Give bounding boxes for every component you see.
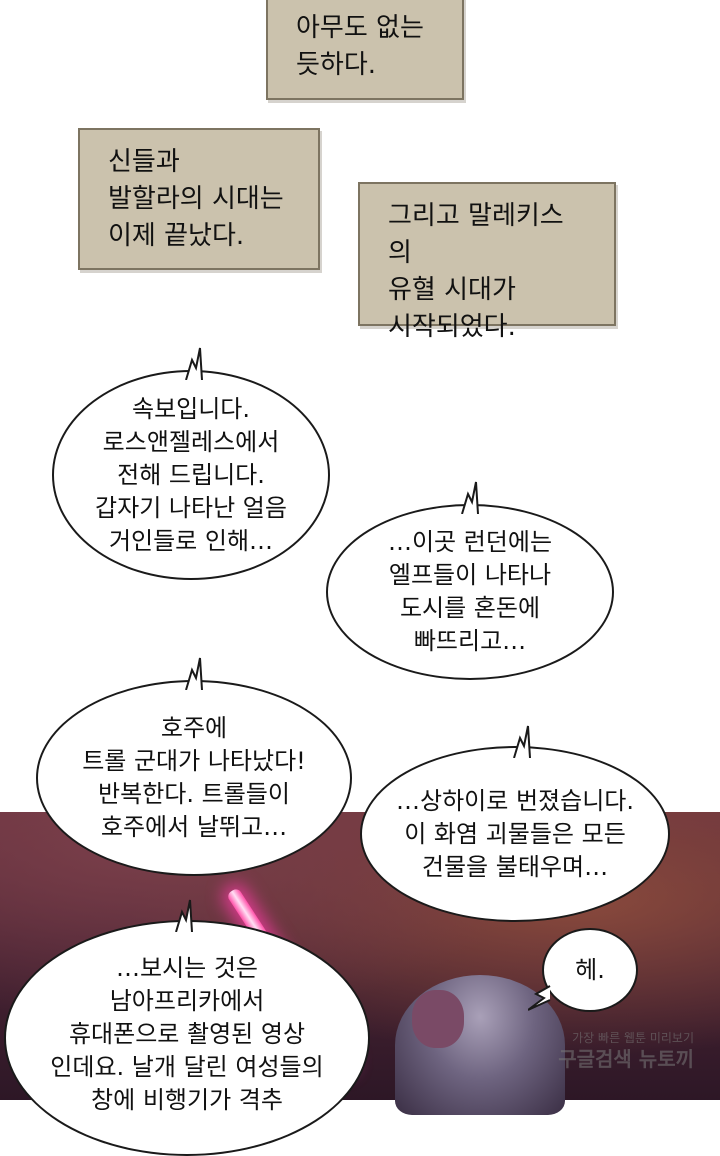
bubble-tail-1-top bbox=[185, 347, 203, 380]
speech-bubble-los-angeles: 속보입니다. 로스앤젤레스에서 전해 드립니다. 갑자기 나타난 얼음 거인들로… bbox=[52, 370, 330, 580]
bubble-tail-6-side bbox=[528, 985, 551, 1011]
bubble-tail-3-top bbox=[185, 657, 203, 690]
bubble-tail-5-top bbox=[175, 899, 193, 932]
narration-caption-1: 아무도 없는 듯하다. bbox=[266, 0, 464, 100]
dark-elf-face bbox=[412, 990, 464, 1048]
bubble-tail-4-top bbox=[513, 725, 531, 758]
speech-bubble-australia: 호주에 트롤 군대가 나타났다! 반복한다. 트롤들이 호주에서 날뛰고… bbox=[36, 680, 352, 876]
site-watermark: 가장 빠른 웹툰 미리보기 구글검색 뉴토끼 bbox=[558, 1030, 694, 1072]
narration-caption-3: 그리고 말레키스의 유혈 시대가 시작되었다. bbox=[358, 182, 616, 342]
watermark-line-2: 구글검색 뉴토끼 bbox=[558, 1047, 694, 1071]
bubble-tail-2-top bbox=[461, 481, 479, 514]
watermark-line-1: 가장 빠른 웹툰 미리보기 bbox=[572, 1031, 694, 1045]
narration-caption-2: 신들과 발할라의 시대는 이제 끝났다. bbox=[78, 128, 320, 270]
speech-bubble-heh: 헤. bbox=[542, 928, 638, 1012]
speech-bubble-south-africa: …보시는 것은 남아프리카에서 휴대폰으로 촬영된 영상 인데요. 날개 달린 … bbox=[4, 920, 370, 1156]
speech-bubble-shanghai: …상하이로 번졌습니다. 이 화염 괴물들은 모든 건물을 불태우며… bbox=[360, 746, 670, 922]
speech-bubble-london: …이곳 런던에는 엘프들이 나타나 도시를 혼돈에 빠뜨리고… bbox=[326, 504, 614, 680]
